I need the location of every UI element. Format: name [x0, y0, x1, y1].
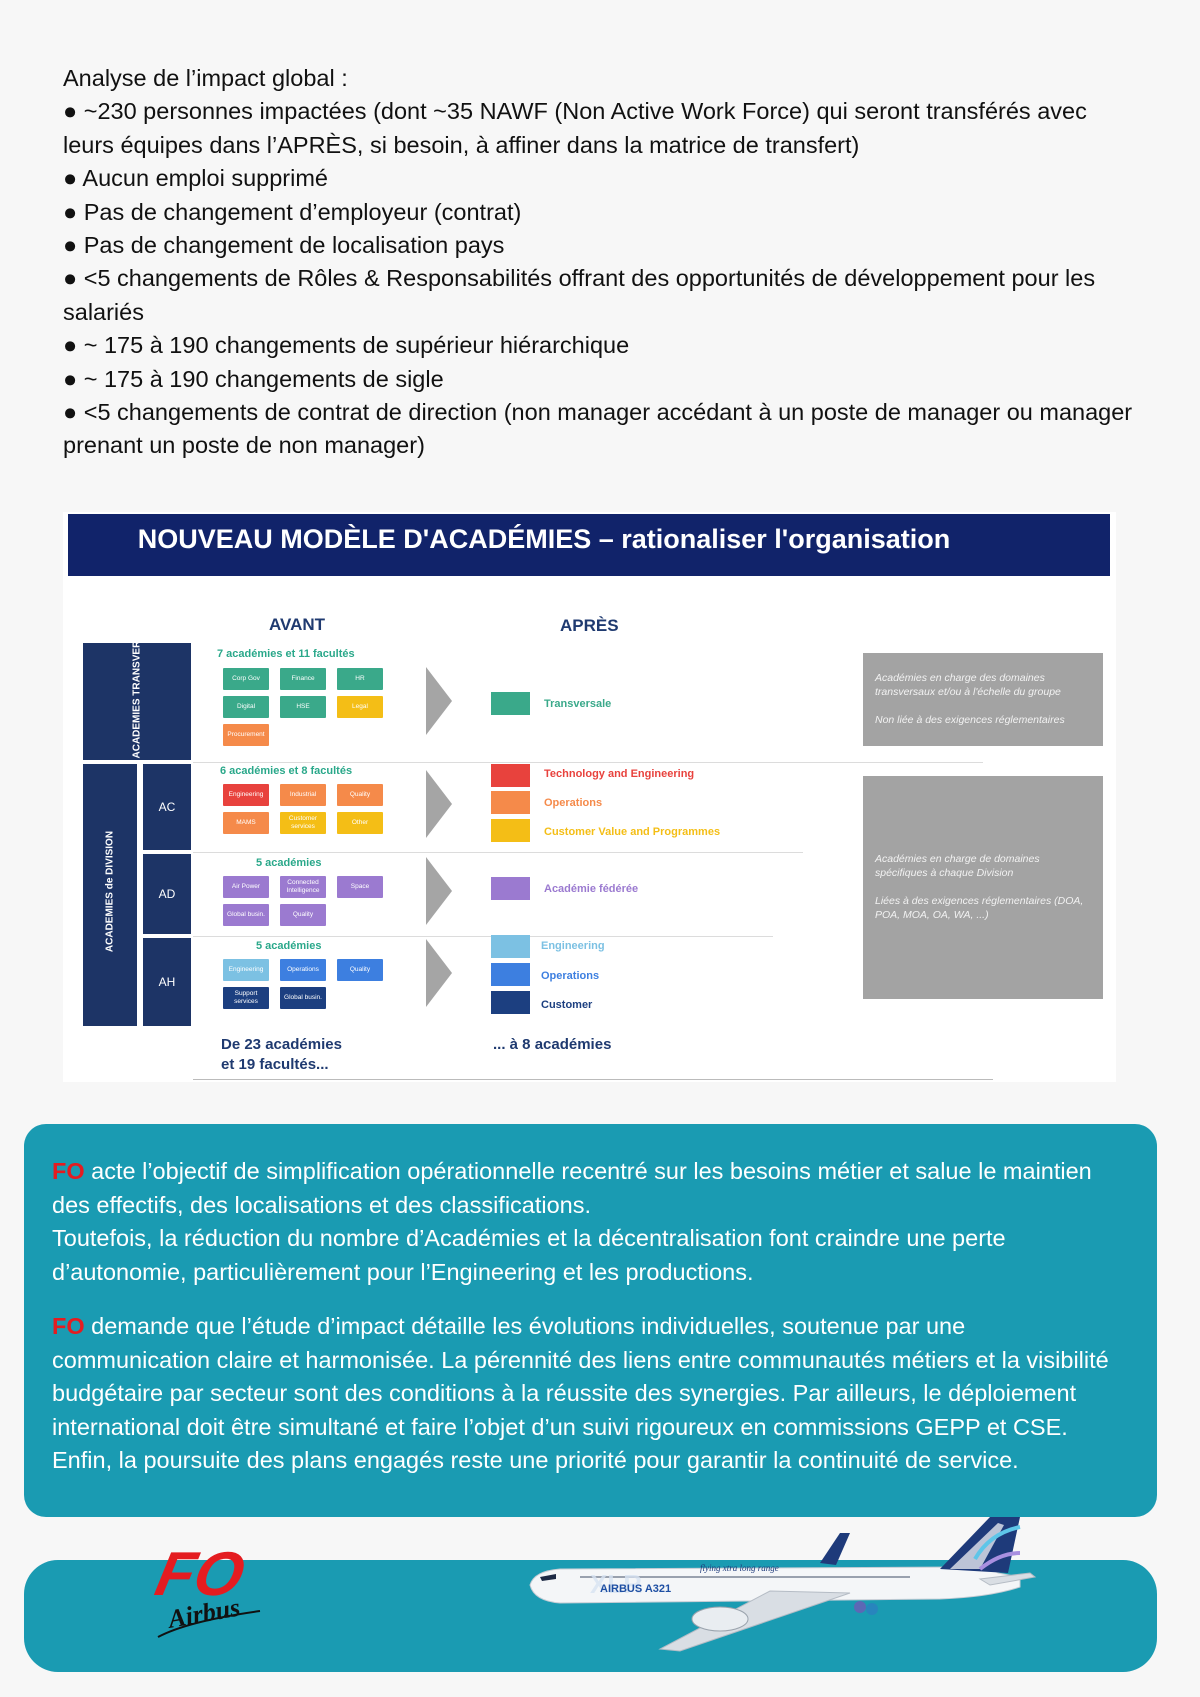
ad-group-title: 5 académies — [256, 857, 322, 869]
after-swatch-transversal — [491, 692, 530, 715]
fo-paragraph-3: FO demande que l’étude d’impact détaille… — [52, 1313, 1109, 1440]
figure-foot-after: ... à 8 académies — [493, 1036, 612, 1053]
chip-operations: Operations — [280, 959, 326, 981]
row-ac: AC — [143, 764, 191, 850]
chip-engineering: Engineering — [223, 784, 269, 806]
plane-slogan-text: flying xtra long range — [700, 1563, 779, 1573]
ac-group-title: 6 académies et 8 facultés — [220, 765, 353, 777]
chip-space: Space — [337, 876, 383, 898]
transversal-group-title: 7 académies et 11 facultés — [217, 648, 355, 660]
chip-customer-services: Customer services — [280, 812, 326, 834]
chip-other: Other — [337, 812, 383, 834]
after-swatch-eng — [491, 935, 530, 958]
fo-position-box: FO acte l’objectif de simplification opé… — [24, 1124, 1157, 1517]
transversal-description: Académies en charge des domaines transve… — [863, 653, 1103, 746]
after-customer-value: Customer Value and Programmes — [544, 826, 721, 838]
after-swatch-federee — [491, 877, 530, 900]
arrow-right-icon — [426, 939, 452, 1007]
figure-bottom-rule — [193, 1079, 993, 1080]
chip-digital: Digital — [223, 696, 269, 718]
row-ad: AD — [143, 854, 191, 934]
after-operations: Operations — [544, 797, 603, 809]
chip-procurement: Procurement — [223, 724, 269, 746]
arrow-right-icon — [426, 770, 452, 838]
chip-finance: Finance — [280, 668, 326, 690]
arrow-right-icon — [426, 667, 452, 735]
plane-xlr-letters: XLR — [590, 1569, 642, 1599]
chip-quality: Quality — [337, 959, 383, 981]
division-academies-block: ACADEMIES de DIVISION — [83, 764, 137, 1026]
before-heading: AVANT — [269, 615, 326, 634]
division-academies-label: ACADEMIES de DIVISION — [104, 830, 116, 953]
airbus-a321xlr-image: XLR AIRBUS A321 flying xtra long range — [529, 1517, 1037, 1652]
chip-global-business: Global busin. — [223, 904, 269, 926]
chip-mams: MAMS — [223, 812, 269, 834]
after-transversale: Transversale — [544, 698, 612, 710]
after-swatch-tech — [491, 764, 530, 787]
transversal-academies-block: ACADEMIES TRANSVERSALES — [83, 607, 191, 760]
impact-bullet: ● Pas de changement de localisation pays — [63, 232, 505, 259]
chip-quality: Quality — [280, 904, 326, 926]
impact-bullet: ● <5 changements de contrat de direction… — [63, 399, 1133, 459]
division-description: Académies en charge de domaines spécifiq… — [863, 776, 1103, 999]
impact-bullet: ● ~230 personnes impactées (dont ~35 NAW… — [63, 98, 1087, 158]
after-swatch-ops2 — [491, 963, 530, 986]
after-customer: Customer — [541, 999, 593, 1011]
fo-paragraph-1: FO acte l’objectif de simplification opé… — [52, 1158, 1092, 1218]
chip-engineering: Engineering — [223, 959, 269, 981]
row-separator — [193, 762, 983, 763]
chip-global-business: Global busin. — [280, 987, 326, 1009]
after-tech-eng: Technology and Engineering — [544, 768, 695, 780]
fo-paragraph-4: Enfin, la poursuite des plans engagés re… — [52, 1447, 1019, 1473]
chip-support-services: Support services — [223, 987, 269, 1009]
plane-livery-text: AIRBUS A321 — [600, 1583, 671, 1595]
ah-group-title: 5 académies — [256, 940, 322, 952]
chip-corp-gov: Corp Gov — [223, 668, 269, 690]
impact-bullet: ● ~ 175 à 190 changements de sigle — [63, 365, 444, 392]
after-heading: APRÈS — [560, 616, 619, 635]
after-operations-ah: Operations — [541, 970, 600, 982]
chip-legal: Legal — [337, 696, 383, 718]
row-ah: AH — [143, 938, 191, 1026]
impact-bullet: ● Pas de changement d’employeur (contrat… — [63, 198, 522, 225]
fo-airbus-logo: FO Airbus — [150, 1540, 261, 1638]
figure-title: NOUVEAU MODÈLE D'ACADÉMIES – rationalise… — [68, 514, 1110, 576]
chip-quality: Quality — [337, 784, 383, 806]
impact-bullet: ● ~ 175 à 190 changements de supérieur h… — [63, 332, 630, 359]
chip-connected-intelligence: Connected Intelligence — [280, 876, 326, 898]
row-separator — [193, 852, 803, 853]
arrow-right-icon — [426, 857, 452, 925]
academies-model-figure: NOUVEAU MODÈLE D'ACADÉMIES – rationalise… — [63, 512, 1116, 1082]
logo-fo-text: FO — [150, 1540, 251, 1609]
row-separator — [193, 936, 773, 937]
after-academie-federee: Académie fédérée — [544, 883, 639, 895]
after-swatch-ops — [491, 791, 530, 814]
impact-analysis: Analyse de l’impact global : ● ~230 pers… — [63, 62, 1133, 463]
impact-heading: Analyse de l’impact global : — [63, 65, 348, 91]
chip-hse: HSE — [280, 696, 326, 718]
figure-foot-before: De 23 académies et 19 facultés... — [221, 1036, 342, 1073]
chip-industrial: Industrial — [280, 784, 326, 806]
after-swatch-customer — [491, 991, 530, 1014]
transversal-academies-label: ACADEMIES TRANSVERSALES — [131, 607, 143, 759]
chip-air-power: Air Power — [223, 876, 269, 898]
after-engineering: Engineering — [541, 940, 605, 952]
impact-bullet: ● Aucun emploi supprimé — [63, 165, 328, 192]
after-swatch-cvp — [491, 819, 530, 842]
fo-paragraph-2: Toutefois, la réduction du nombre d’Acad… — [52, 1225, 1006, 1285]
impact-bullet: ● <5 changements de Rôles & Responsabili… — [63, 265, 1096, 325]
chip-hr: HR — [337, 668, 383, 690]
